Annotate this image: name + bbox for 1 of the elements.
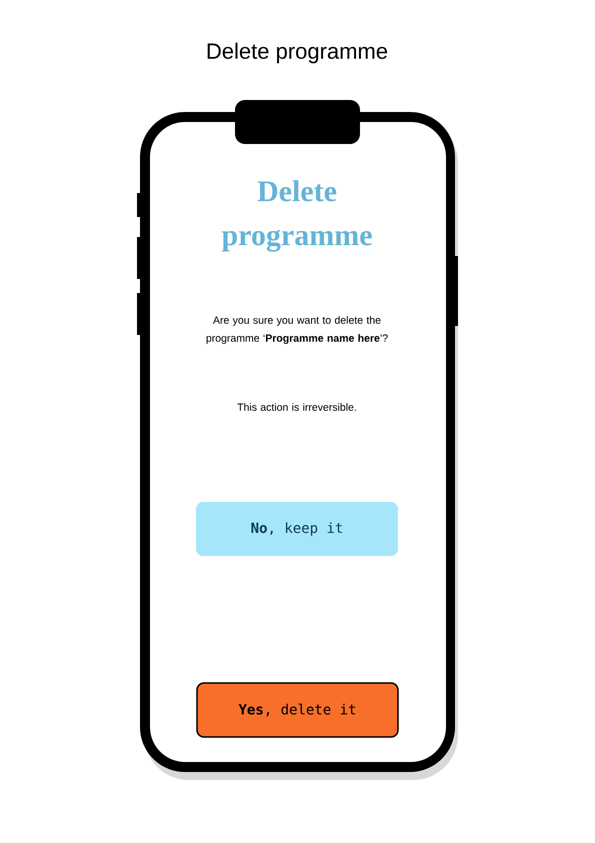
page-title: Delete programme — [208, 42, 388, 64]
